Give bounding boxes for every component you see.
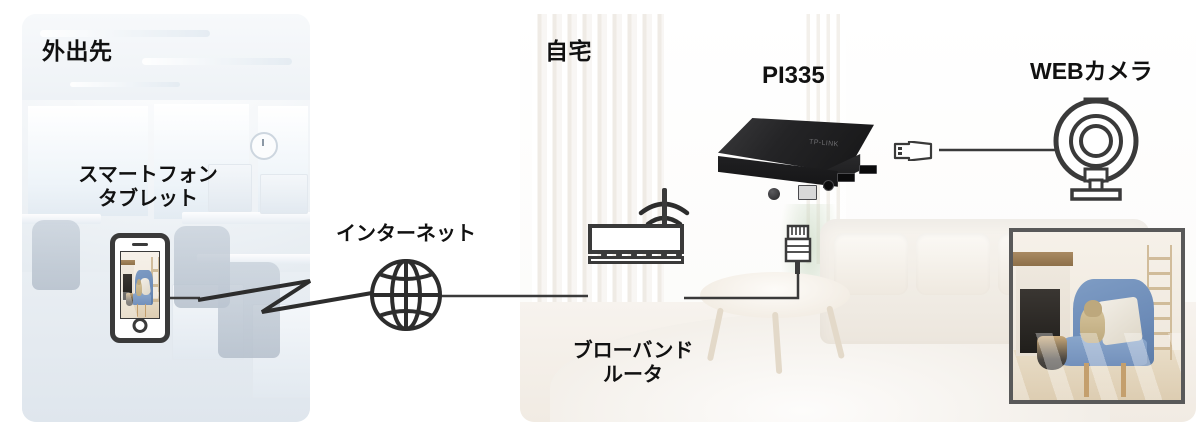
window-curtain bbox=[532, 14, 664, 354]
router-led bbox=[601, 252, 607, 258]
phone-speaker bbox=[132, 243, 148, 246]
camera-view-inset-photo bbox=[1009, 228, 1185, 404]
label-router-line2: ルータ bbox=[603, 363, 663, 386]
rj45-connector-icon bbox=[784, 224, 812, 274]
pi335-rj45-port bbox=[798, 185, 817, 200]
pi335-hdmi-port bbox=[837, 173, 855, 182]
office-cabinet bbox=[208, 164, 252, 212]
ceiling-light-strip bbox=[142, 58, 292, 65]
sofa-cushion bbox=[834, 233, 908, 295]
panel-away-from-home: 外出先 bbox=[22, 14, 310, 422]
pi335-device[interactable]: TP-LINK bbox=[713, 118, 885, 220]
router-led bbox=[661, 252, 667, 258]
globe-icon bbox=[370, 259, 442, 331]
label-broadband-router: ブローバンド ルータ bbox=[563, 340, 703, 387]
ceiling-light-strip bbox=[40, 30, 210, 37]
label-smartphone-line1: スマートフォン bbox=[78, 164, 218, 186]
label-internet: インターネット bbox=[336, 223, 476, 245]
panel-title-home: 自宅 bbox=[545, 38, 592, 64]
phone-home-button[interactable] bbox=[132, 318, 148, 333]
office-chair bbox=[218, 262, 280, 358]
ceiling-light-strip bbox=[70, 82, 180, 87]
office-desk bbox=[197, 254, 310, 264]
label-router-line1: ブローバンド bbox=[572, 340, 694, 362]
wall-clock bbox=[250, 132, 278, 160]
router-base bbox=[588, 256, 684, 264]
label-webcam: WEBカメラ bbox=[1030, 58, 1153, 84]
usb-connector-icon bbox=[893, 141, 933, 161]
router-icon[interactable] bbox=[588, 188, 684, 264]
router-led bbox=[616, 252, 622, 258]
router-led bbox=[631, 252, 637, 258]
pi335-power-button[interactable] bbox=[768, 188, 780, 200]
office-window bbox=[28, 106, 148, 216]
office-chair bbox=[32, 220, 80, 290]
phone-screen-photo bbox=[121, 252, 159, 318]
pi335-usb-port bbox=[859, 165, 877, 174]
office-desk bbox=[22, 214, 101, 224]
router-led-row bbox=[601, 252, 682, 258]
webcam-icon[interactable] bbox=[1052, 97, 1142, 203]
office-cabinet bbox=[260, 174, 308, 214]
label-smartphone-line2: タブレット bbox=[98, 187, 198, 210]
router-led bbox=[676, 252, 682, 258]
router-led bbox=[646, 252, 652, 258]
pi335-power-port bbox=[823, 180, 834, 191]
router-body bbox=[588, 224, 684, 258]
sofa-cushion bbox=[916, 233, 990, 295]
panel-title-away: 外出先 bbox=[42, 38, 113, 64]
office-desk bbox=[182, 212, 310, 224]
phone-screen bbox=[120, 251, 160, 319]
smartphone-icon[interactable] bbox=[110, 233, 170, 343]
label-pi335: PI335 bbox=[762, 62, 825, 89]
inset-photo-content bbox=[1013, 232, 1181, 400]
router-antenna bbox=[662, 188, 667, 228]
label-smartphone: スマートフォン タブレット bbox=[68, 164, 228, 211]
